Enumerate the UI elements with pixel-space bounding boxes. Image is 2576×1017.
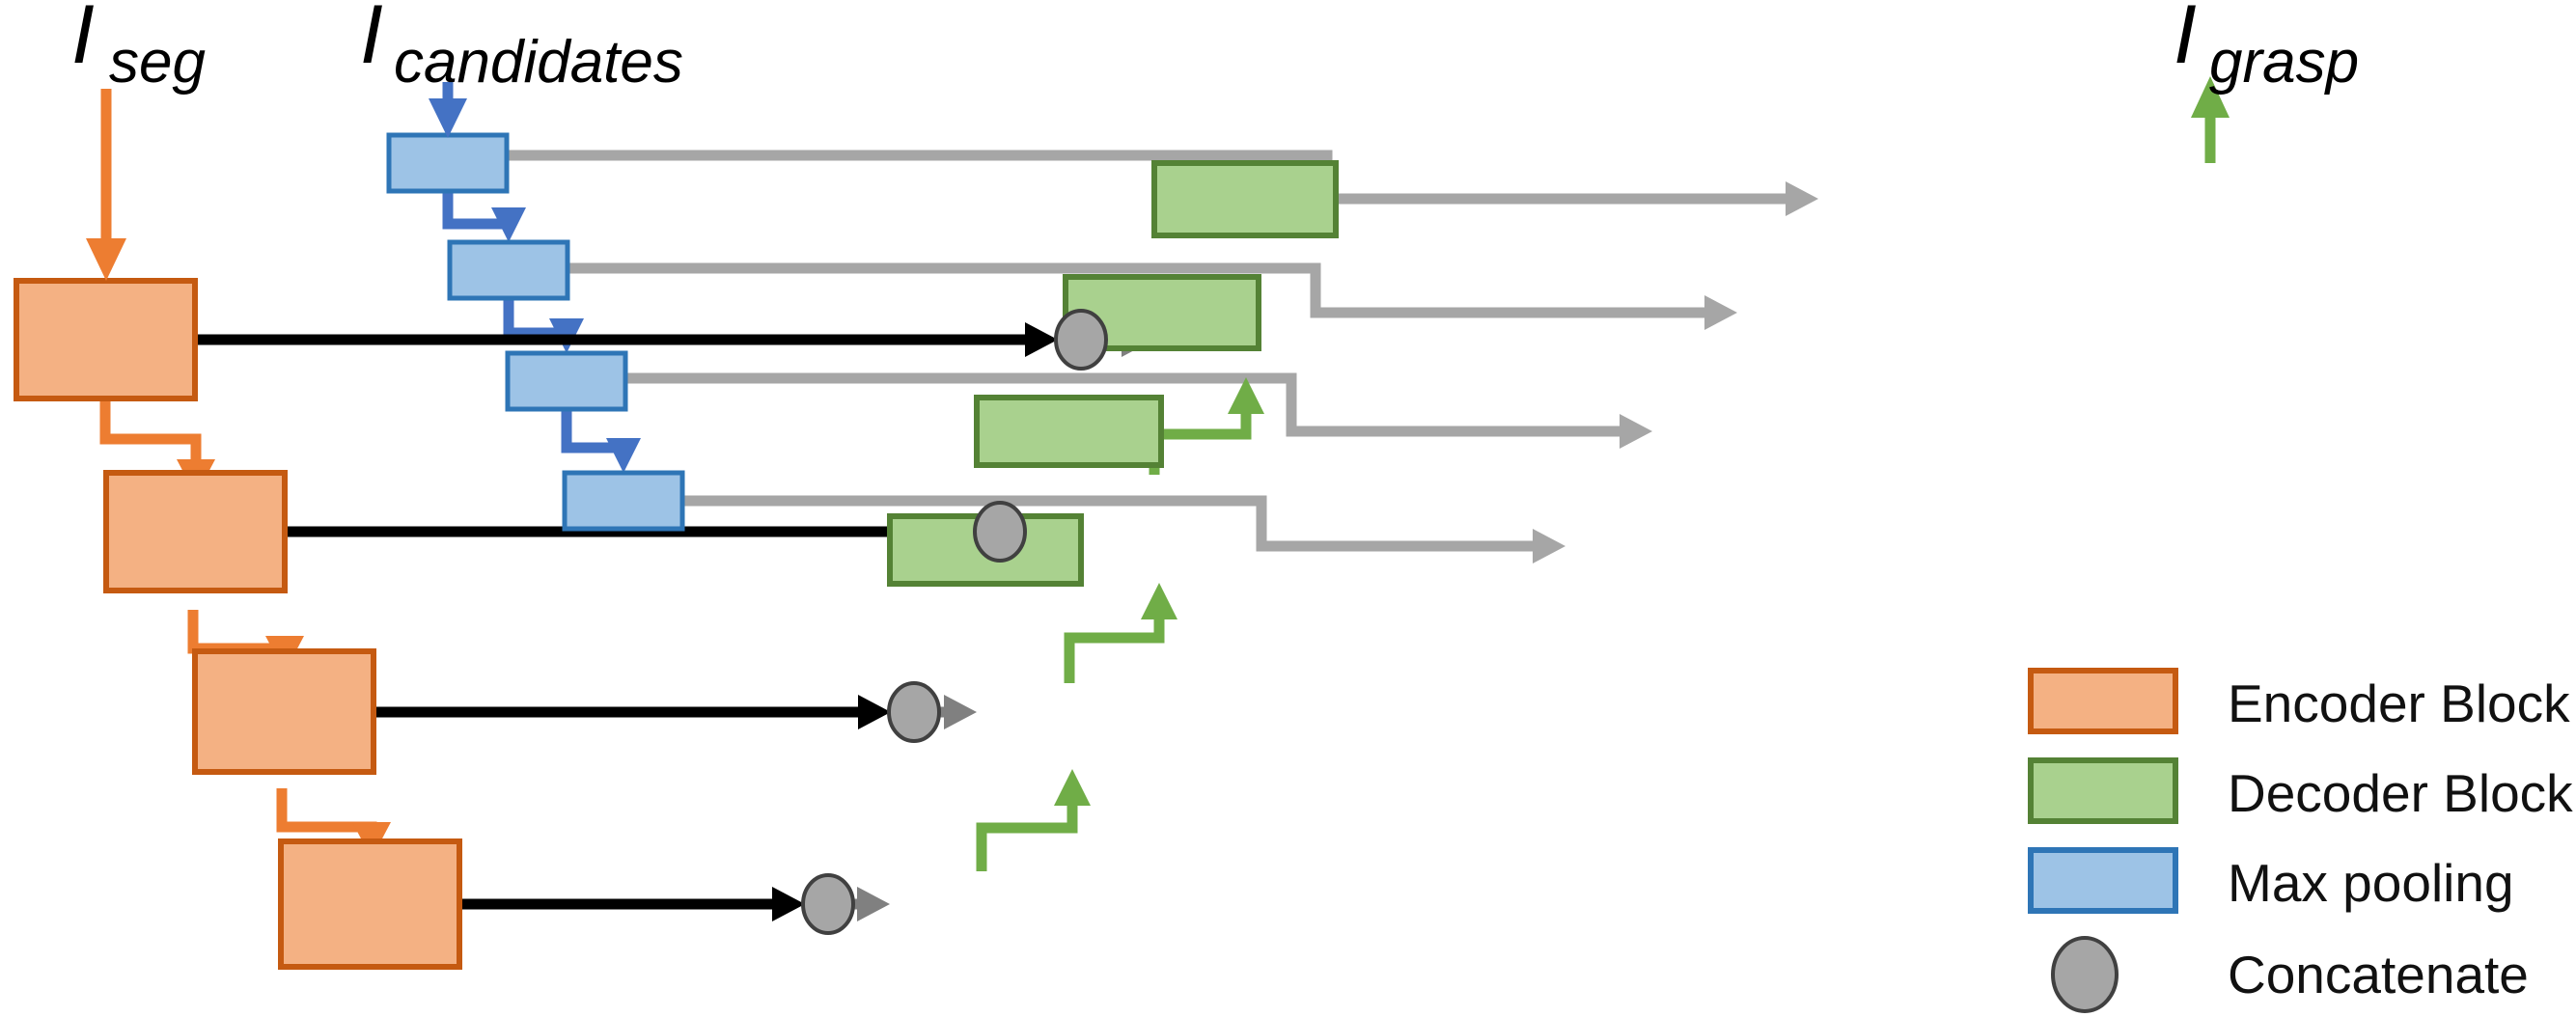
- encoder-block-3[interactable]: [192, 648, 376, 775]
- decoder-chain-4-3-line: [976, 789, 1078, 871]
- output-grasp-label-base: I: [2174, 0, 2197, 81]
- encoder-block-1[interactable]: [14, 278, 198, 401]
- input-candidates-label-base: I: [360, 0, 383, 81]
- encoder-chain-2-3-line: [187, 610, 291, 654]
- legend: Encoder Block Decoder Block Max pooling …: [2028, 668, 2573, 1013]
- decoder-chain-2-1-arrowhead: [1228, 377, 1264, 414]
- maxpool-block-2[interactable]: [447, 239, 570, 301]
- decoder-block-1[interactable]: [1151, 160, 1339, 238]
- pool-to-concat-connections: [507, 150, 1818, 563]
- pool-skip-1-arrowhead: [1786, 181, 1818, 216]
- maxpool-block-1[interactable]: [386, 132, 510, 194]
- decoder-chain-3-2-line: [1064, 603, 1165, 683]
- maxpool-blocks: [386, 132, 685, 532]
- legend-label-encoder: Encoder Block: [2228, 673, 2570, 733]
- legend-swatch-concatenate: [2051, 936, 2119, 1013]
- concatenate-node-4[interactable]: [801, 873, 855, 935]
- output-grasp-arrowhead: [2191, 76, 2230, 118]
- concatenate-node-2[interactable]: [973, 501, 1027, 563]
- encoder-blocks: [14, 278, 462, 970]
- pool-skip-3-arrowhead: [1620, 414, 1652, 449]
- encoder-chain-1-2-line: [99, 399, 202, 478]
- concatenate-node-1[interactable]: [1054, 309, 1108, 371]
- legend-item-encoder[interactable]: Encoder Block: [2028, 668, 2570, 734]
- maxpool-chain-connectors: [442, 188, 641, 473]
- input-seg-label-subscript: seg: [109, 29, 206, 96]
- input-candidates-label-subscript: candidates: [394, 29, 683, 96]
- maxpool-chain-1-2-arrowhead: [491, 207, 526, 242]
- maxpool-block-3[interactable]: [505, 350, 628, 412]
- skip-connection-1-arrowhead: [1025, 322, 1058, 357]
- concat-out-3-arrowhead: [944, 695, 977, 729]
- legend-item-maxpool[interactable]: Max pooling: [2028, 847, 2514, 914]
- legend-label-concatenate: Concatenate: [2228, 945, 2529, 1004]
- pool-skip-2-arrowhead: [1704, 295, 1737, 330]
- io-arrows: [86, 76, 2230, 281]
- legend-label-decoder: Decoder Block: [2228, 763, 2573, 823]
- decoder-blocks: [887, 160, 1339, 587]
- maxpool-chain-1-2-line: [442, 188, 509, 230]
- encoder-block-2[interactable]: [103, 470, 288, 593]
- maxpool-chain-3-4-arrowhead: [606, 438, 641, 473]
- decoder-block-2[interactable]: [1063, 274, 1261, 351]
- pool-skip-4-line: [682, 495, 1546, 552]
- legend-swatch-encoder: [2028, 668, 2178, 734]
- decoder-chain-3-2-arrowhead: [1141, 583, 1177, 619]
- skip-connection-3-arrowhead: [858, 695, 891, 729]
- legend-item-concatenate[interactable]: Concatenate: [2051, 936, 2529, 1013]
- maxpool-block-4[interactable]: [562, 470, 685, 532]
- input-seg-label-base: I: [71, 0, 95, 81]
- decoder-chain-4-3-arrowhead: [1054, 769, 1091, 806]
- legend-swatch-decoder: [2028, 757, 2178, 824]
- legend-swatch-maxpool: [2028, 847, 2178, 914]
- encoder-block-4[interactable]: [278, 838, 462, 970]
- legend-label-maxpool: Max pooling: [2228, 853, 2514, 913]
- pool-skip-3-line: [625, 372, 1633, 437]
- pool-skip-2-line: [568, 262, 1718, 318]
- io-text-labels: I seg I candidates I grasp: [71, 0, 2359, 96]
- concat-out-4-arrowhead: [857, 887, 890, 921]
- legend-item-decoder[interactable]: Decoder Block: [2028, 757, 2573, 824]
- decoder-block-3[interactable]: [974, 395, 1164, 468]
- concatenate-node-3[interactable]: [887, 681, 941, 743]
- skip-connection-4-arrowhead: [772, 887, 805, 921]
- pool-skip-4-arrowhead: [1533, 529, 1565, 563]
- concatenate-nodes: [801, 309, 1108, 935]
- input-seg-arrowhead: [86, 238, 126, 281]
- encoder-chain-connectors: [99, 399, 391, 859]
- input-candidates-arrowhead: [429, 98, 467, 138]
- output-grasp-label-subscript: grasp: [2209, 29, 2359, 96]
